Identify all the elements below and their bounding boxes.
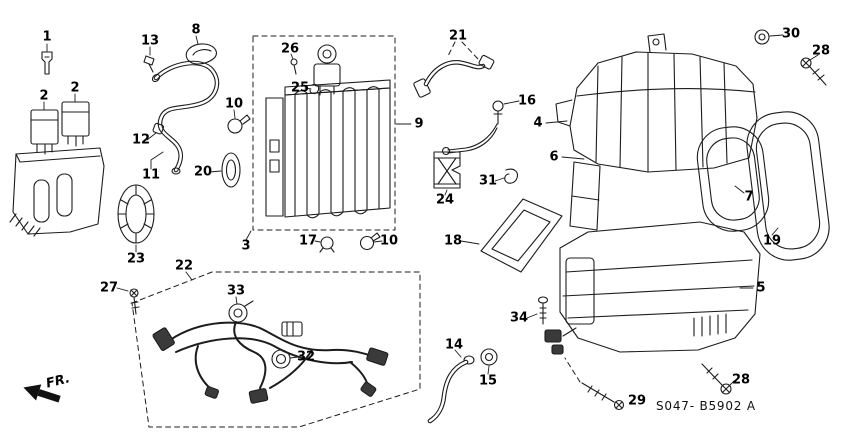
clamp-10b bbox=[359, 232, 383, 251]
seal-19 bbox=[746, 111, 830, 261]
callout-32: 32 bbox=[296, 349, 316, 365]
mount-bracket bbox=[9, 147, 105, 237]
nut-30 bbox=[754, 29, 784, 45]
evaporator-unit-9 bbox=[245, 35, 412, 241]
clamp-10a bbox=[227, 109, 251, 134]
callout-9: 9 bbox=[414, 116, 424, 132]
pipe-assembly-11 bbox=[143, 46, 220, 175]
callout-8: 8 bbox=[191, 22, 201, 38]
mount-24 bbox=[433, 151, 461, 196]
bolt-27 bbox=[116, 287, 140, 315]
callout-17: 17 bbox=[298, 233, 318, 249]
grommet-23 bbox=[117, 184, 155, 253]
valve-16 bbox=[441, 100, 520, 156]
callout-30: 30 bbox=[781, 26, 801, 42]
connector-32 bbox=[271, 349, 299, 369]
callout-18: 18 bbox=[443, 233, 463, 249]
callout-1: 1 bbox=[42, 29, 52, 45]
callout-25: 25 bbox=[290, 80, 310, 96]
callout-6: 6 bbox=[549, 149, 559, 165]
callout-2: 2 bbox=[39, 88, 49, 104]
gasket-18 bbox=[460, 198, 563, 273]
callout-10: 10 bbox=[224, 96, 244, 112]
callout-24: 24 bbox=[435, 192, 455, 208]
callout-11: 11 bbox=[141, 167, 161, 183]
diagram-code: S047- B5902 A bbox=[656, 399, 756, 413]
callout-28: 28 bbox=[811, 43, 831, 59]
harness-22 bbox=[131, 271, 421, 428]
callout-23: 23 bbox=[126, 251, 146, 267]
callout-34: 34 bbox=[509, 310, 529, 326]
callout-16: 16 bbox=[517, 93, 537, 109]
callout-27: 27 bbox=[99, 280, 119, 296]
callout-28: 28 bbox=[731, 372, 751, 388]
callout-2: 2 bbox=[70, 80, 80, 96]
callout-33: 33 bbox=[226, 283, 246, 299]
hose-21 bbox=[413, 41, 495, 98]
callout-21: 21 bbox=[448, 28, 468, 44]
callout-12: 12 bbox=[131, 132, 151, 148]
callout-29: 29 bbox=[627, 393, 647, 409]
sensor-1 bbox=[41, 43, 53, 75]
screw-28a bbox=[800, 54, 827, 86]
callout-22: 22 bbox=[174, 258, 194, 274]
callout-15: 15 bbox=[478, 373, 498, 389]
clip-8 bbox=[185, 35, 217, 65]
blower-case-lower-5 bbox=[544, 221, 761, 355]
callout-5: 5 bbox=[756, 280, 766, 296]
heater-case-upper-4 bbox=[545, 33, 758, 231]
callout-7: 7 bbox=[744, 189, 754, 205]
screw-28b bbox=[701, 363, 735, 395]
callout-20: 20 bbox=[193, 164, 213, 180]
callout-31: 31 bbox=[478, 173, 498, 189]
screw-29 bbox=[564, 357, 625, 411]
relays-2 bbox=[30, 93, 90, 155]
drain-hose-14 bbox=[427, 349, 475, 424]
grommet-20 bbox=[209, 152, 241, 188]
callout-10: 10 bbox=[379, 233, 399, 249]
callout-26: 26 bbox=[280, 41, 300, 57]
fr-arrow-icon bbox=[23, 384, 61, 403]
callout-3: 3 bbox=[241, 238, 251, 254]
clip-17 bbox=[314, 236, 335, 253]
clip-33 bbox=[228, 296, 254, 323]
callout-14: 14 bbox=[444, 337, 464, 353]
callout-4: 4 bbox=[533, 115, 543, 131]
clip-31 bbox=[494, 168, 518, 184]
bolt-34 bbox=[526, 296, 549, 325]
grommet-15 bbox=[480, 348, 498, 375]
callout-19: 19 bbox=[762, 233, 782, 249]
callout-13: 13 bbox=[140, 33, 160, 49]
